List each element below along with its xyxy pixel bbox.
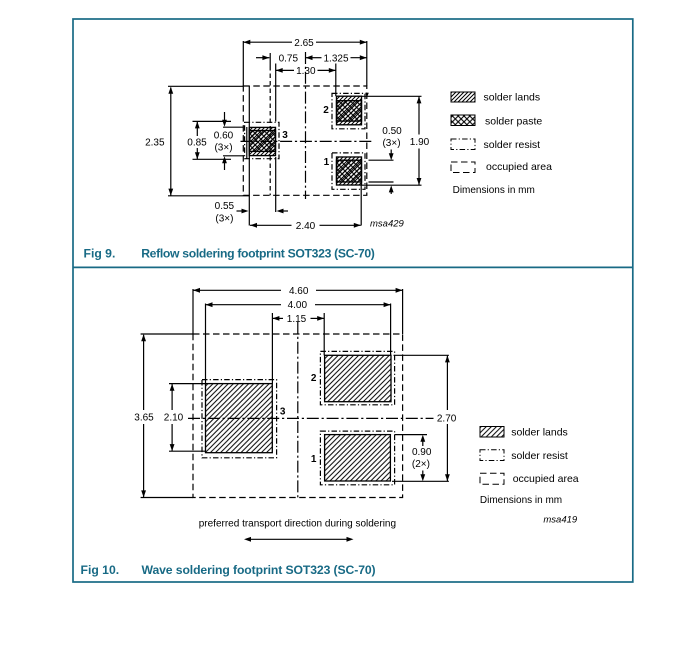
svg-text:occupied area: occupied area <box>486 161 552 173</box>
svg-text:solder resist: solder resist <box>484 139 541 151</box>
svg-text:0.60: 0.60 <box>214 131 234 142</box>
svg-text:preferred transport direction: preferred transport direction during sol… <box>199 518 396 529</box>
svg-text:Wave soldering footprint SOT32: Wave soldering footprint SOT323 (SC-70) <box>142 563 376 577</box>
svg-text:solder paste: solder paste <box>485 116 542 128</box>
svg-text:1.325: 1.325 <box>323 53 348 64</box>
svg-text:2.70: 2.70 <box>437 414 457 425</box>
svg-text:1: 1 <box>311 454 317 465</box>
svg-text:(3×): (3×) <box>214 143 232 154</box>
svg-text:1: 1 <box>324 157 330 168</box>
svg-text:solder resist: solder resist <box>511 450 568 462</box>
svg-text:2: 2 <box>311 373 317 384</box>
svg-text:2.10: 2.10 <box>164 413 184 424</box>
svg-text:1.30: 1.30 <box>296 66 316 77</box>
svg-text:1.90: 1.90 <box>410 137 430 148</box>
svg-text:(3×): (3×) <box>215 214 233 225</box>
svg-text:0.55: 0.55 <box>215 201 235 212</box>
svg-text:4.60: 4.60 <box>289 286 309 297</box>
svg-text:Dimensions in mm: Dimensions in mm <box>480 495 562 506</box>
svg-text:Reflow soldering footprint SOT: Reflow soldering footprint SOT323 (SC-70… <box>141 247 375 261</box>
svg-text:2.40: 2.40 <box>296 221 316 232</box>
svg-text:3: 3 <box>282 130 288 141</box>
svg-text:0.90: 0.90 <box>412 447 432 458</box>
svg-text:4.00: 4.00 <box>288 300 308 311</box>
svg-text:(2×): (2×) <box>412 459 430 470</box>
svg-text:2.65: 2.65 <box>294 38 314 49</box>
svg-text:msa429: msa429 <box>370 219 405 230</box>
svg-text:3.65: 3.65 <box>134 413 154 424</box>
svg-text:2: 2 <box>323 105 329 116</box>
svg-text:0.50: 0.50 <box>382 126 402 137</box>
svg-text:solder lands: solder lands <box>511 426 568 438</box>
svg-text:0.75: 0.75 <box>279 53 299 64</box>
svg-text:1.15: 1.15 <box>287 314 307 325</box>
svg-text:msa419: msa419 <box>543 514 578 525</box>
svg-text:Dimensions in mm: Dimensions in mm <box>453 185 535 196</box>
svg-text:2.35: 2.35 <box>145 138 165 149</box>
svg-text:Fig 10.: Fig 10. <box>81 563 120 577</box>
svg-text:(3×): (3×) <box>382 138 400 149</box>
svg-text:3: 3 <box>280 407 286 418</box>
svg-text:Fig 9.: Fig 9. <box>84 247 116 261</box>
svg-text:0.85: 0.85 <box>187 138 207 149</box>
svg-text:solder lands: solder lands <box>484 92 541 104</box>
svg-text:occupied area: occupied area <box>513 473 579 485</box>
